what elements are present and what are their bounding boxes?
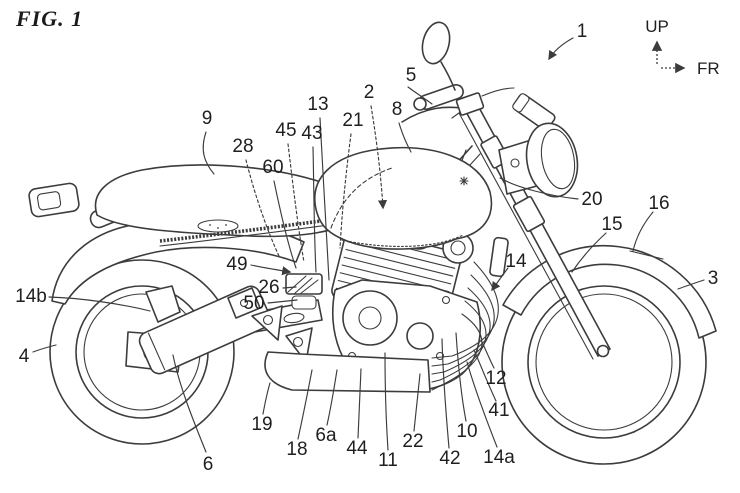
leader-line-2 [370, 105, 388, 210]
reservoir-cylinder [489, 236, 509, 278]
ref-label-45: 45 [275, 120, 296, 141]
figure-title: FIG. 1 [16, 6, 84, 31]
leader-line-42 [441, 338, 450, 449]
rear-fender [51, 218, 305, 305]
leader-line-50 [267, 299, 298, 304]
ref-label-9: 9 [202, 108, 213, 129]
ref-label-6: 6 [203, 454, 214, 475]
ref-label-44: 44 [346, 438, 368, 459]
ref-label-14b: 14b [15, 286, 47, 307]
leader-line-22 [413, 373, 421, 432]
leader-line-19 [262, 382, 271, 415]
ref-label-1: 1 [577, 21, 588, 42]
leader-line-26 [282, 286, 297, 289]
ref-label-13: 13 [307, 94, 328, 115]
orientation-compass: UP FR [645, 17, 719, 78]
headlight [498, 93, 579, 198]
ref-label-28: 28 [232, 136, 253, 157]
leader-line-21 [339, 133, 352, 249]
leader-line-12 [480, 339, 495, 369]
ref-label-22: 22 [402, 431, 423, 452]
leader-line-41 [473, 349, 497, 402]
ref-label-21: 21 [342, 110, 363, 131]
ref-label-19: 19 [251, 414, 272, 435]
ref-label-50: 50 [243, 293, 264, 314]
turn-signal [512, 93, 556, 131]
leader-line-8 [398, 122, 412, 153]
tank-emblem-mark [459, 176, 469, 186]
ref-label-12: 12 [485, 368, 506, 389]
leader-line-16 [632, 211, 654, 252]
leader-line-49 [250, 264, 292, 276]
leader-line-6 [172, 354, 207, 453]
ref-label-26: 26 [258, 277, 279, 298]
ref-label-18: 18 [286, 439, 307, 460]
leader-line-43 [312, 146, 317, 273]
handlebar [401, 83, 515, 123]
ref-label-2: 2 [364, 82, 375, 103]
ref-label-14a: 14a [483, 447, 515, 468]
leader-line-14a [466, 361, 498, 448]
leader-line-13 [319, 117, 330, 281]
leader-line-20 [499, 177, 579, 200]
leader-line-1 [548, 37, 574, 61]
ref-label-15: 15 [601, 214, 622, 235]
ref-label-41: 41 [488, 400, 509, 421]
fr-label: FR [697, 59, 720, 78]
mirror [421, 21, 456, 91]
ref-label-43: 43 [301, 123, 322, 144]
leader-line-44 [357, 368, 362, 439]
footpeg-brackets [227, 287, 313, 363]
leader-line-14 [491, 267, 509, 292]
ref-label-60: 60 [262, 157, 283, 178]
ref-label-11: 11 [378, 450, 398, 471]
up-label: UP [645, 17, 669, 36]
ref-label-10: 10 [456, 421, 477, 442]
ref-label-49: 49 [226, 254, 247, 275]
leader-line-6a [326, 369, 338, 426]
leader-line-15 [571, 232, 607, 273]
leader-line-10 [455, 332, 467, 422]
leader-line-14b [48, 296, 151, 312]
fuel-tank [314, 146, 493, 250]
leader-line-9 [202, 131, 215, 175]
motorcycle-drawing [28, 21, 717, 465]
ref-label-42: 42 [439, 448, 460, 469]
ref-label-14: 14 [505, 251, 527, 272]
ref-label-6a: 6a [315, 425, 337, 446]
carburetor [285, 273, 323, 310]
ref-label-3: 3 [708, 268, 719, 289]
leader-line-5 [407, 86, 433, 105]
leader-line-4 [32, 344, 57, 353]
ref-label-8: 8 [392, 99, 403, 120]
leader-line-60 [273, 180, 297, 269]
leader-line-3 [677, 279, 705, 290]
leader-line-45 [287, 143, 305, 263]
muffler-hanger-bracket [145, 285, 181, 323]
leader-line-18 [297, 369, 313, 440]
ref-label-16: 16 [648, 193, 669, 214]
ref-label-20: 20 [581, 189, 602, 210]
exhaust-collector [264, 351, 431, 393]
leader-line-11 [384, 352, 389, 451]
ref-label-4: 4 [19, 346, 30, 367]
ref-label-5: 5 [406, 65, 417, 86]
front-fender [502, 244, 717, 339]
leader-line-28 [245, 159, 280, 257]
